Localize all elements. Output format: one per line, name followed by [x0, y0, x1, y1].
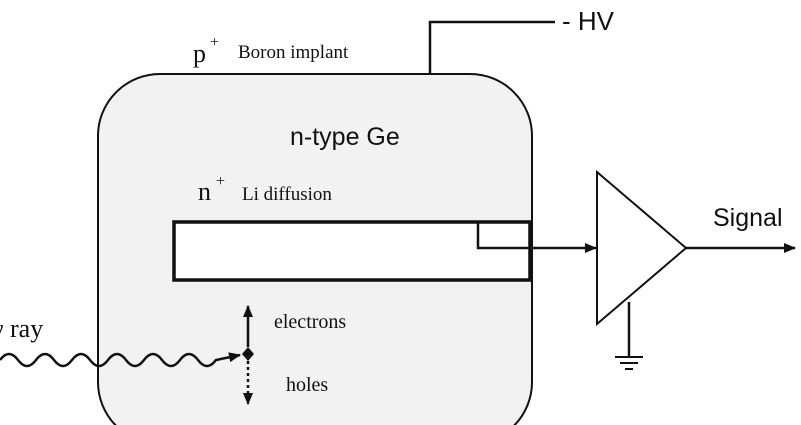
holes-label: holes — [286, 374, 328, 396]
n-type-ge-label: n-type Ge — [290, 123, 400, 151]
n-plus-superscript: + — [216, 173, 225, 190]
li-diffusion-label: Li diffusion — [242, 184, 332, 205]
p-plus-superscript: + — [210, 34, 219, 51]
gamma-ray-wave — [0, 352, 241, 368]
hv-label: - HV — [562, 6, 615, 36]
interaction-point-icon — [242, 347, 254, 361]
gamma-ray-label: γ ray — [0, 314, 43, 343]
n-plus-symbol: n — [198, 177, 211, 206]
readout-wire — [476, 222, 597, 253]
amplifier-triangle — [596, 169, 688, 327]
p-plus-symbol: p — [193, 39, 206, 68]
boron-implant-label: Boron implant — [238, 42, 349, 63]
ground-icon — [615, 302, 643, 370]
electrons-label: electrons — [274, 311, 346, 333]
signal-label: Signal — [713, 204, 783, 232]
central-core-bore — [172, 220, 532, 282]
hv-lead-wire — [428, 20, 555, 74]
